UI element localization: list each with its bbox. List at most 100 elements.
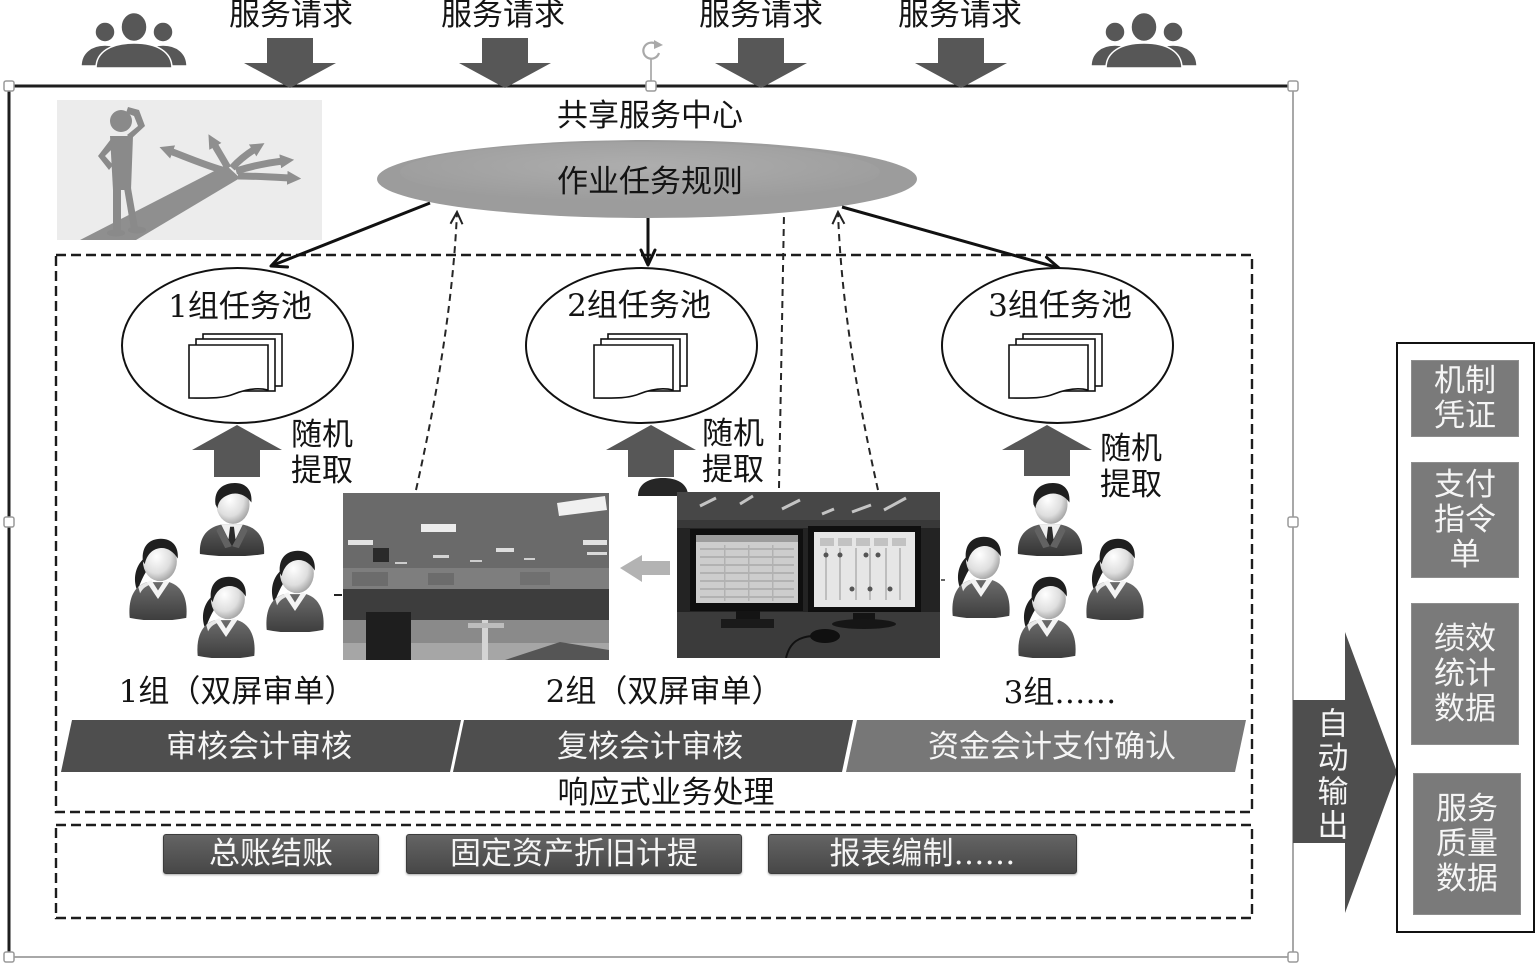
service-request-label: 服务请求	[898, 0, 1022, 33]
rotate-handle[interactable]	[642, 40, 663, 81]
output-item-line: 凭证	[1434, 397, 1496, 434]
periodic-task-label: 总账结账	[209, 835, 333, 872]
random-fetch-label: 随机	[1100, 430, 1162, 467]
output-item-payment-order: 支付 指令 单	[1411, 462, 1519, 578]
direction-arrow-icon	[159, 145, 224, 174]
arrow-down-icon	[459, 38, 551, 88]
output-item-line: 支付	[1434, 466, 1496, 503]
user-male-icon	[638, 478, 688, 496]
mouse	[810, 629, 840, 643]
output-item-line: 服务	[1436, 790, 1498, 827]
resize-handle-top-left[interactable]	[3, 80, 15, 92]
resize-handle-middle-left[interactable]	[3, 516, 15, 528]
periodic-task-ledger-closing: 总账结账	[163, 834, 379, 874]
task-pool-3	[941, 267, 1174, 424]
user-female-icon	[197, 576, 255, 658]
process-step-audit	[61, 720, 461, 772]
resize-handle-bottom-right[interactable]	[1287, 951, 1299, 963]
output-item-line: 质量	[1436, 825, 1498, 862]
output-item-voucher: 机制 凭证	[1411, 360, 1519, 437]
output-item-line: 数据	[1436, 860, 1498, 897]
direction-arrow-icon	[208, 134, 232, 170]
user-male-icon	[1017, 483, 1083, 556]
rotate-icon[interactable]	[642, 41, 661, 60]
periodic-task-label: 固定资产折旧计提	[450, 835, 698, 872]
rotate-icon-arrowhead[interactable]	[654, 40, 663, 49]
output-item-line: 机制	[1434, 362, 1496, 399]
resize-handle-bottom-left[interactable]	[3, 951, 15, 963]
output-item-performance-data: 绩效 统计 数据	[1411, 603, 1519, 745]
arrow-down-icon	[915, 38, 1007, 88]
periodic-task-reporting: 报表编制……	[768, 834, 1077, 874]
office-photo	[343, 493, 609, 660]
service-request-label: 服务请求	[441, 0, 565, 33]
shared-service-center-title: 共享服务中心	[557, 97, 743, 134]
arrow-up-icon	[192, 425, 282, 477]
user-male-icon	[199, 483, 265, 556]
thinking-person-icon	[98, 107, 146, 237]
people-group-icon	[80, 12, 188, 68]
task-pool-2	[525, 267, 758, 424]
arrow-up-icon	[1002, 425, 1092, 476]
direction-arrow-icon	[229, 143, 265, 171]
task-pool-1	[121, 267, 354, 424]
response-processing-region	[54, 253, 1254, 814]
service-request-label: 服务请求	[229, 0, 353, 33]
staff-group-3	[952, 483, 1144, 658]
periodic-task-label: 报表编制……	[829, 835, 1016, 872]
service-request-label: 服务请求	[699, 0, 823, 33]
dispatch-arrow-group-1	[269, 201, 431, 269]
decision-crossroads-illustration	[57, 100, 322, 240]
staff-group-1	[129, 483, 324, 658]
direction-arrow-icon	[237, 170, 302, 185]
process-caption: 响应式业务处理	[557, 774, 775, 811]
document-stack-icon	[1008, 333, 1103, 399]
feedback-arrow-group-1	[415, 212, 457, 491]
team-label: 2组（双屏审单）	[545, 673, 783, 710]
random-fetch-label: 提取	[1100, 466, 1162, 503]
feedback-line-group-2	[778, 213, 785, 489]
arrow-down-icon	[244, 38, 336, 88]
document-stack-icon	[593, 333, 688, 399]
output-item-line: 单	[1449, 536, 1481, 573]
user-female-icon	[1018, 576, 1076, 658]
arrow-left-icon	[620, 555, 670, 582]
random-fetch-label: 提取	[702, 451, 764, 488]
auto-output-label: 自动输出	[1311, 707, 1348, 843]
resize-handle-top-center[interactable]	[645, 80, 657, 92]
document-stack-icon	[188, 333, 283, 399]
task-rules-ellipse-highlight	[400, 142, 880, 202]
task-pool-label: 1组任务池	[168, 288, 312, 325]
user-female-icon	[266, 550, 324, 632]
output-item-line: 指令	[1434, 501, 1496, 538]
process-step-label: 资金会计支付确认	[928, 728, 1176, 765]
task-pool-label: 2组任务池	[567, 287, 711, 324]
random-fetch-label: 提取	[291, 452, 353, 489]
team-label: 1组（双屏审单）	[118, 673, 356, 710]
output-item-line: 绩效	[1434, 620, 1496, 657]
random-fetch-label: 随机	[702, 415, 764, 452]
feedback-arrow-group-2	[838, 212, 879, 491]
direction-arrow-icon	[234, 154, 295, 175]
process-step-payment-confirmation	[846, 720, 1246, 772]
process-step-review	[453, 720, 853, 772]
dual-monitor-photo	[677, 492, 940, 658]
resize-handle-top-right[interactable]	[1287, 80, 1299, 92]
task-rules-label: 作业任务规则	[557, 163, 743, 200]
user-female-icon	[952, 536, 1010, 618]
resize-handle-middle-right[interactable]	[1287, 516, 1299, 528]
arrow-right-icon	[1293, 632, 1397, 913]
process-step-label: 复核会计审核	[557, 728, 743, 765]
dispatch-arrow-group-3	[841, 205, 1061, 273]
output-item-line: 统计	[1434, 655, 1496, 692]
arrow-down-icon	[715, 38, 807, 88]
periodic-task-depreciation: 固定资产折旧计提	[406, 834, 742, 874]
output-item-line: 数据	[1434, 690, 1496, 727]
user-female-icon	[1086, 538, 1144, 620]
direction-arrows-icon	[159, 134, 302, 185]
people-group-icon	[1090, 12, 1198, 68]
arrow-up-icon	[606, 425, 696, 477]
task-pool-label: 3组任务池	[988, 287, 1132, 324]
